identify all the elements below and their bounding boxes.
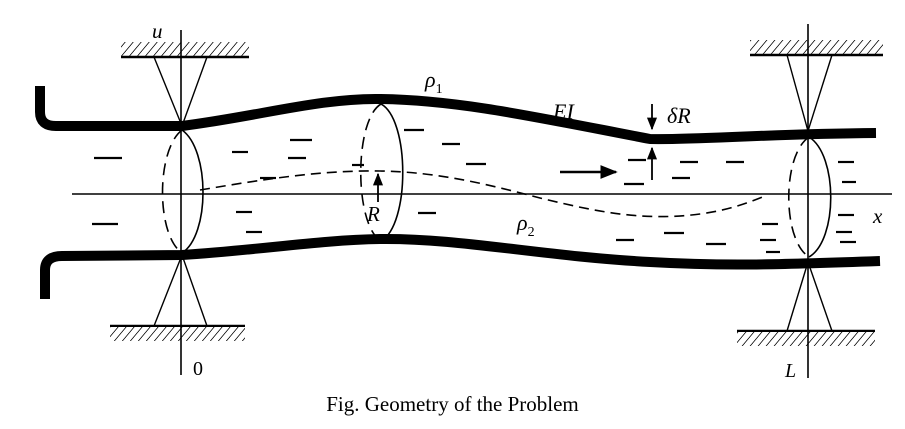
delta-r-label: δR (667, 103, 691, 128)
delta-r-delta: δ (667, 103, 678, 128)
origin-label: 0 (193, 358, 203, 380)
delta-r-r: R (676, 103, 691, 128)
support-bottom-right (737, 329, 875, 346)
rho1-symbol: ρ (424, 67, 436, 92)
cross-section-right (788, 136, 832, 258)
pipe-upper-wall (35, 86, 877, 145)
rho2-symbol: ρ (516, 210, 528, 235)
u-axis-label: u (152, 19, 163, 43)
rho1-label: ρ1 (424, 67, 443, 97)
deflected-centerline (199, 170, 766, 218)
rho2-subscript: 2 (528, 225, 535, 240)
x-axis-label: x (872, 204, 883, 228)
support-bottom-left (110, 324, 245, 341)
fluid-dashes (92, 128, 856, 254)
cross-section-middle (360, 103, 404, 242)
support-top-left (121, 42, 249, 59)
cross-section-left (161, 129, 204, 254)
length-label: L (784, 360, 796, 382)
pin-support-left (153, 56, 208, 327)
radius-label: R (366, 202, 380, 226)
pipe-lower-wall (40, 233, 881, 299)
rho1-subscript: 1 (436, 82, 443, 97)
figure-caption: Fig. Geometry of the Problem (326, 392, 579, 416)
pin-support-right (786, 54, 833, 332)
support-top-right (750, 40, 883, 57)
rho2-label: ρ2 (516, 210, 535, 240)
stiffness-label: EI (552, 99, 575, 124)
